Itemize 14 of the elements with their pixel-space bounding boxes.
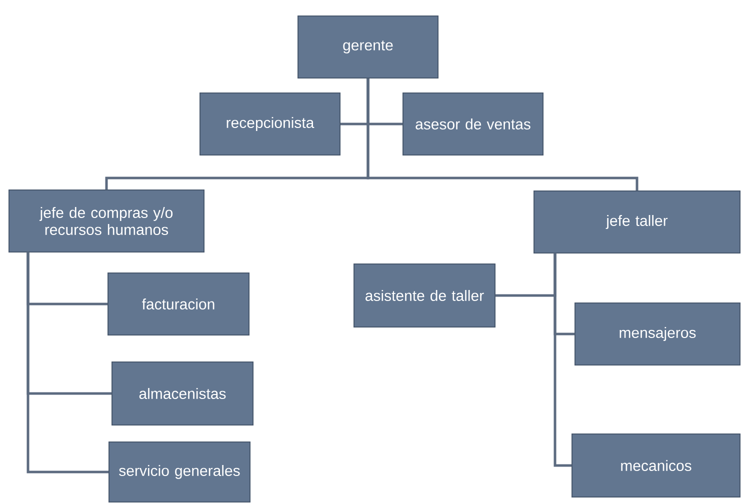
org-box: servicio generales (108, 442, 250, 502)
connector-line (366, 78, 638, 190)
org-box: almacenistas (112, 362, 254, 426)
org-box: mensajeros (574, 302, 740, 366)
org-box: asesor de ventas (402, 92, 544, 156)
org-box: jefe taller (534, 190, 740, 254)
connector-line (26, 252, 108, 474)
org-box: mecanicos (572, 434, 740, 498)
org-box: jefe de compras y/o recursos humanos (8, 190, 204, 252)
connector-line (554, 253, 572, 467)
org-box: asistente de taller (354, 264, 496, 328)
org-box: recepcionista (200, 92, 340, 156)
org-box: facturacion (108, 272, 250, 336)
org-box: gerente (298, 16, 438, 78)
